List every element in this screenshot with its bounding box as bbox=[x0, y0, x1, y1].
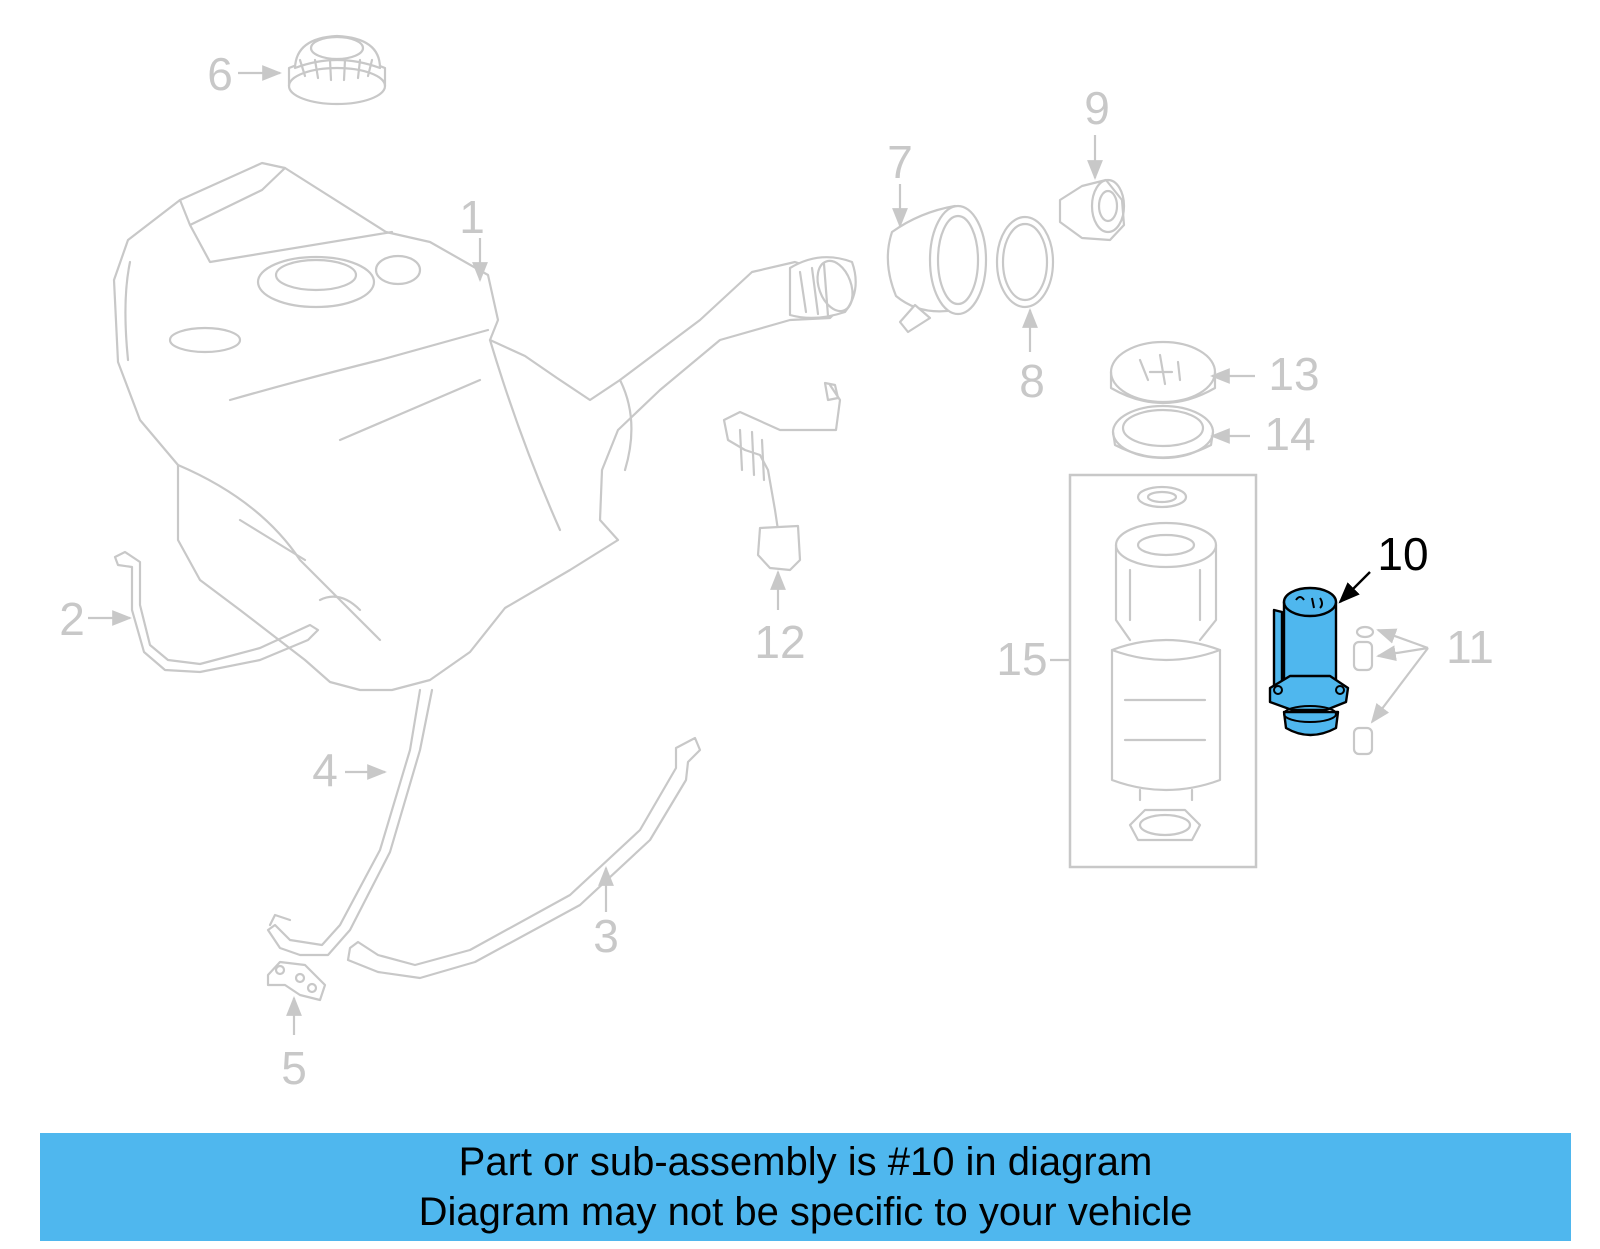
callout-6: 6 bbox=[207, 48, 233, 100]
part-15-module bbox=[1068, 473, 1258, 869]
part-11-clamps bbox=[1352, 625, 1375, 756]
parts-diagram: 1 2 3 4 5 6 7 8 9 10 11 12 13 14 15 bbox=[59, 34, 1494, 1094]
info-banner: Part or sub-assembly is #10 in diagram D… bbox=[40, 1133, 1571, 1241]
callout-9: 9 bbox=[1084, 82, 1110, 134]
part-9-cap bbox=[1058, 178, 1126, 242]
callout-8: 8 bbox=[1019, 355, 1045, 407]
leader-lines bbox=[88, 65, 1429, 1035]
part-14-ring bbox=[1111, 404, 1215, 460]
callout-15: 15 bbox=[996, 633, 1047, 685]
part-3-strap bbox=[346, 736, 702, 980]
callout-14: 14 bbox=[1264, 408, 1315, 460]
callout-1: 1 bbox=[459, 191, 485, 243]
banner-line-disclaimer: Diagram may not be specific to your vehi… bbox=[418, 1190, 1193, 1234]
callout-12: 12 bbox=[754, 616, 805, 668]
part-10-fuel-pump bbox=[1268, 586, 1350, 737]
part-5-bracket bbox=[266, 960, 327, 1002]
callout-10: 10 bbox=[1377, 528, 1428, 580]
part-1-fuel-tank bbox=[112, 161, 857, 692]
callout-5: 5 bbox=[281, 1042, 307, 1094]
part-4-strap bbox=[266, 688, 434, 957]
callout-2: 2 bbox=[59, 593, 85, 645]
part-12-harness bbox=[722, 381, 842, 572]
part-6-cap bbox=[287, 34, 387, 106]
part-8-seal-ring bbox=[995, 215, 1055, 309]
part-7-filler-housing bbox=[886, 204, 988, 334]
banner-line-part: Part or sub-assembly is #10 in diagram bbox=[458, 1140, 1153, 1184]
callout-13: 13 bbox=[1268, 348, 1319, 400]
callout-3: 3 bbox=[593, 910, 619, 962]
part-2-strap bbox=[113, 550, 320, 674]
part-13-cover bbox=[1109, 340, 1217, 404]
callout-7: 7 bbox=[887, 136, 913, 188]
callout-11: 11 bbox=[1446, 621, 1494, 673]
callout-4: 4 bbox=[312, 744, 338, 796]
